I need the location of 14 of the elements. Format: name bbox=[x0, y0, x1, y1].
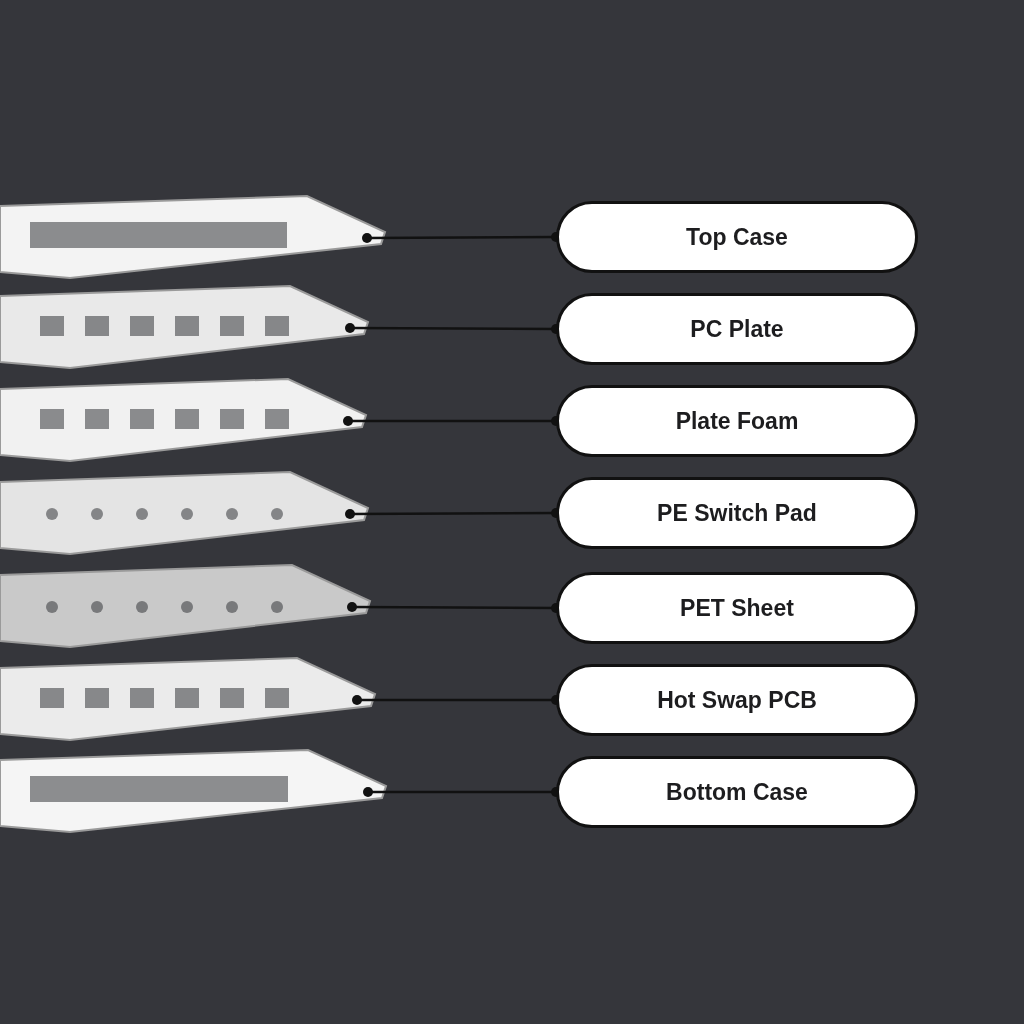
keyboard-layer-drawing bbox=[0, 379, 366, 461]
part-label: PE Switch Pad bbox=[657, 499, 817, 527]
keyboard-layer-drawing bbox=[0, 286, 368, 368]
part-label: Top Case bbox=[686, 223, 788, 251]
part-label: Bottom Case bbox=[666, 778, 808, 806]
part-label: PC Plate bbox=[690, 315, 784, 343]
keyboard-layer-drawing bbox=[0, 472, 368, 554]
part-label: PET Sheet bbox=[680, 594, 794, 622]
part-label: Hot Swap PCB bbox=[657, 686, 817, 714]
part-label: Plate Foam bbox=[675, 407, 799, 435]
keyboard-layer-drawing bbox=[0, 196, 385, 278]
keyboard-layer-drawing bbox=[0, 565, 370, 647]
keyboard-layer-drawing bbox=[0, 658, 375, 740]
keyboard-layer-drawing bbox=[0, 750, 386, 832]
